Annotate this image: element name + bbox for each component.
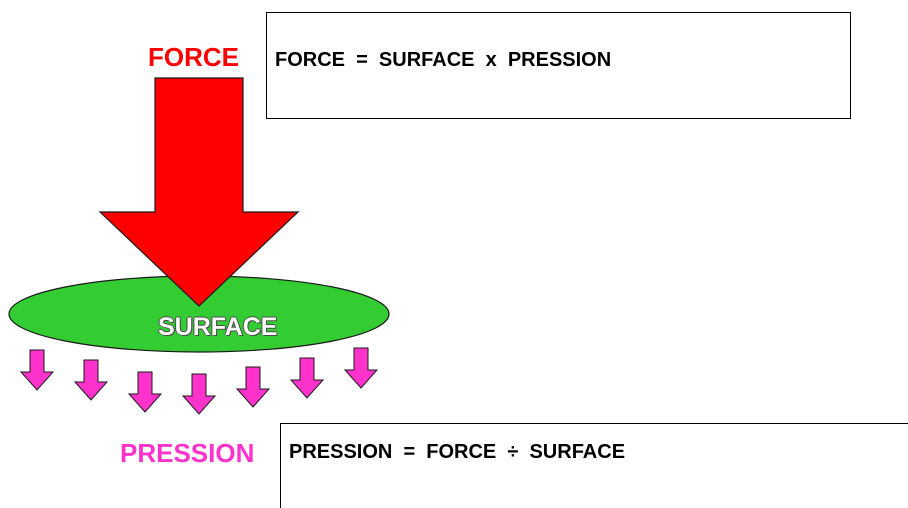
formula-box-pression: PRESSION = FORCE ÷ SURFACE — [280, 423, 908, 508]
formula-force: FORCE = SURFACE x PRESSION — [275, 49, 612, 71]
pressure-arrow-icon — [19, 349, 55, 391]
pressure-arrow-icon — [73, 359, 109, 401]
pressure-arrow-icon — [289, 357, 325, 399]
pressure-arrow-icon — [235, 366, 271, 408]
pressure-arrow-icon — [127, 371, 163, 413]
pressure-arrow-icon — [181, 373, 217, 415]
pressure-arrow-icon — [343, 347, 379, 389]
pression-label: PRESSION — [120, 438, 255, 468]
surface-label: SURFACE — [158, 313, 278, 341]
force-arrow-icon — [98, 77, 300, 307]
force-label: FORCE — [148, 42, 239, 72]
formula-box-force: FORCE = SURFACE x PRESSION — [266, 12, 851, 119]
pressure-arrows — [19, 347, 379, 415]
formula-pression: PRESSION = FORCE ÷ SURFACE — [289, 441, 626, 463]
